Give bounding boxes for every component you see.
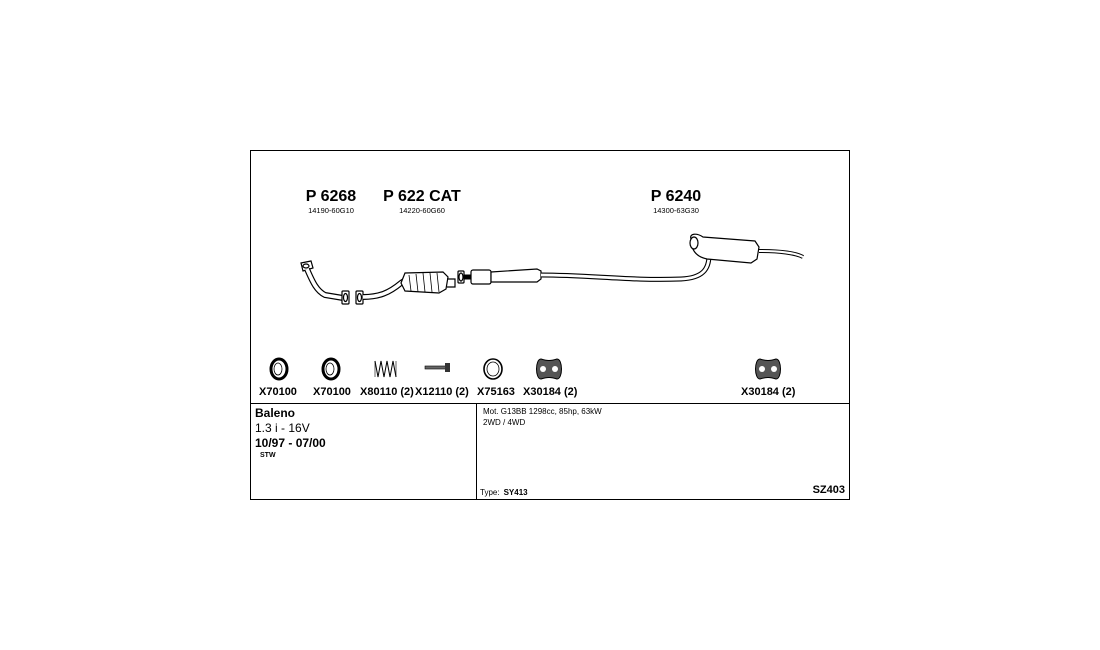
exhaust-diagram-sheet: P 6268 14190-60G10 P 622 CAT 14220-60G60… — [250, 150, 850, 500]
exhaust-system-drawing — [269, 233, 804, 381]
accessory-label: X30184 (2) — [523, 386, 578, 398]
part-number: P 622 CAT — [383, 188, 461, 205]
accessory-label: X80110 (2) — [360, 386, 414, 398]
type-row: Type:SY413 — [480, 488, 528, 497]
accessory-label: X30184 (2) — [741, 386, 796, 398]
part-number: P 6268 — [305, 188, 357, 205]
vehicle-engine: 1.3 i - 16V — [255, 421, 310, 435]
accessory-label: X75163 — [477, 386, 515, 398]
catalyst-drawing — [355, 271, 456, 305]
bolt-icon — [424, 363, 450, 372]
vehicle-model: Baleno — [255, 406, 296, 420]
ring-gasket-icon — [321, 357, 341, 381]
part-number: P 6240 — [650, 188, 702, 205]
oem-number: 14190-60G10 — [308, 206, 354, 215]
spring-icon — [374, 360, 397, 378]
divider-vertical — [476, 403, 477, 499]
ring-gasket-icon — [269, 357, 289, 381]
rear-pipe-drawing — [457, 233, 804, 285]
diagram-code: SZ403 — [812, 484, 845, 496]
type-value: SY413 — [503, 488, 528, 497]
accessory-label: X70100 — [313, 386, 351, 398]
type-label: Type: — [480, 488, 500, 497]
motor-spec: Mot. G13BB 1298cc, 85hp, 63kW — [483, 407, 602, 416]
part-header-catalyst: P 622 CAT 14220-60G60 — [376, 188, 468, 216]
divider-horizontal — [251, 403, 849, 404]
part-header-rear-silencer: P 6240 14300-63G30 — [643, 188, 709, 216]
rubber-hanger-icon — [755, 358, 781, 380]
accessory-label: X70100 — [259, 386, 297, 398]
part-header-front-pipe: P 6268 14190-60G10 — [299, 188, 363, 216]
ring-gasket-icon — [483, 358, 503, 380]
oem-number: 14220-60G60 — [399, 206, 445, 215]
vehicle-years: 10/97 - 07/00 — [255, 436, 326, 450]
accessory-label: X12110 (2) — [415, 386, 469, 398]
drive-spec: 2WD / 4WD — [483, 418, 526, 427]
vehicle-body-type: STW — [260, 452, 276, 459]
rubber-hanger-icon — [536, 358, 562, 380]
oem-number: 14300-63G30 — [653, 206, 699, 215]
front-pipe-drawing — [300, 260, 350, 305]
